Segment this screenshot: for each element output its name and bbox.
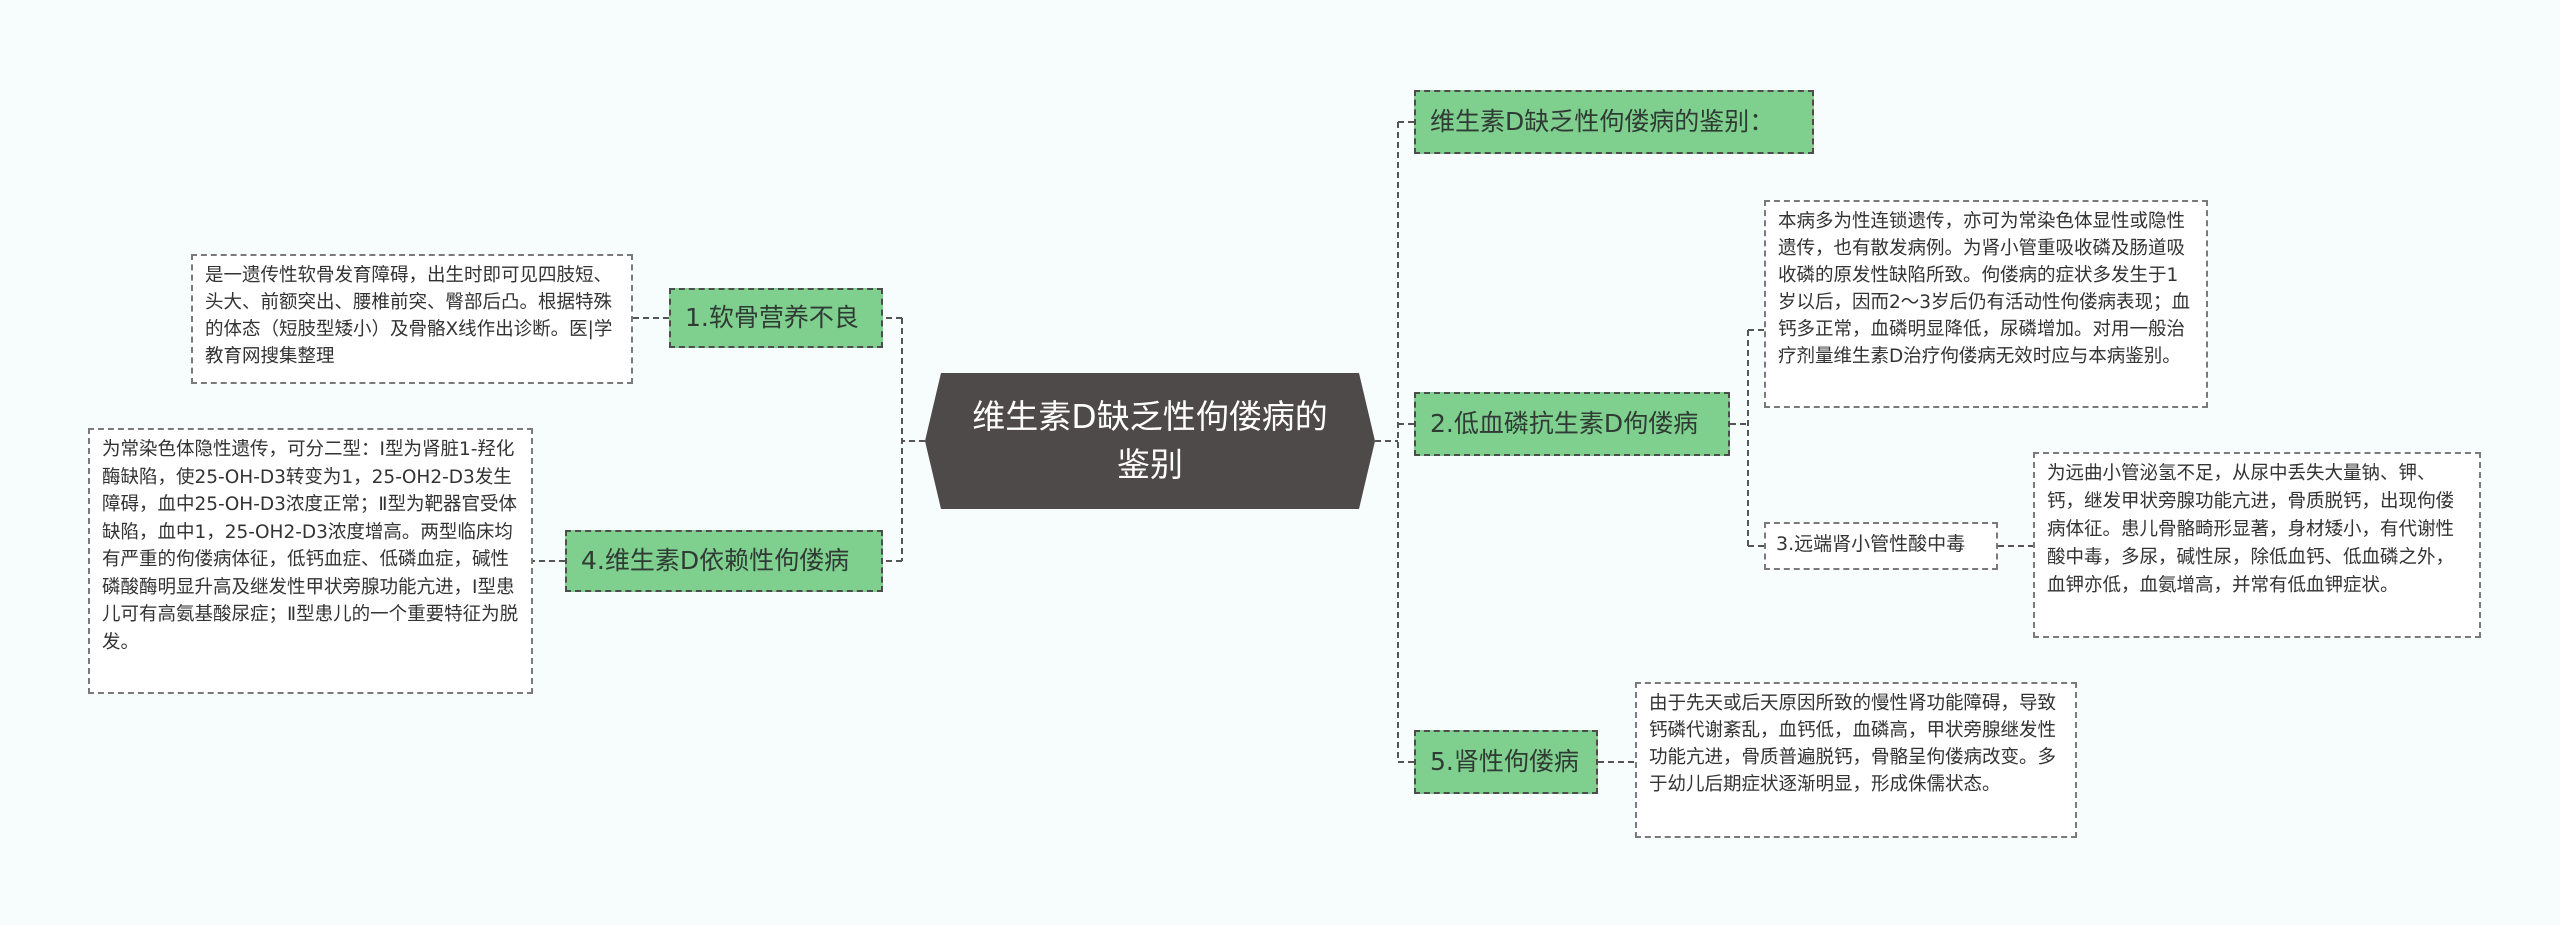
branch-label: 4.维生素D依赖性佝偻病	[581, 546, 850, 575]
branch-label: 1.软骨营养不良	[685, 303, 859, 332]
branch-topic-differential[interactable]: 维生素D缺乏性佝偻病的鉴别：	[1414, 90, 1814, 154]
note-distal-rta: 为远曲小管泌氢不足，从尿中丢失大量钠、钾、钙，继发甲状旁腺功能亢进，骨质脱钙，出…	[2033, 452, 2481, 638]
branch-topic-vitd-dependent-rickets[interactable]: 4.维生素D依赖性佝偻病	[565, 530, 883, 592]
connector-b2-trunk	[1730, 330, 1749, 546]
branch-topic-achondroplasia[interactable]: 1.软骨营养不良	[669, 288, 883, 348]
root-hexagon	[925, 373, 1375, 509]
root-topic[interactable]: 维生素D缺乏性佝偻病的鉴别	[925, 373, 1375, 509]
note-hypophosphatemic-rickets: 本病多为性连锁遗传，亦可为常染色体显性或隐性遗传，也有散发病例。为肾小管重吸收磷…	[1764, 200, 2208, 408]
note-renal-rickets: 由于先天或后天原因所致的慢性肾功能障碍，导致钙磷代谢紊乱，血钙低，血磷高，甲状旁…	[1635, 682, 2077, 838]
note-achondroplasia: 是一遗传性软骨发育障碍，出生时即可见四肢短、头大、前额突出、腰椎前突、臀部后凸。…	[191, 254, 633, 384]
root-title: 维生素D缺乏性佝偻病的鉴别	[972, 397, 1328, 484]
branch-label: 维生素D缺乏性佝偻病的鉴别：	[1430, 107, 1775, 136]
branch-label: 5.肾性佝偻病	[1430, 747, 1579, 776]
note-vitd-dependent-rickets: 为常染色体隐性遗传，可分二型：Ⅰ型为肾脏1-羟化酶缺陷，使25-OH-D3转变为…	[88, 428, 533, 694]
subtopic-distal-rta[interactable]: 3.远端肾小管性酸中毒	[1764, 522, 1998, 570]
branch-topic-renal-rickets[interactable]: 5.肾性佝偻病	[1414, 730, 1598, 794]
branch-label: 2.低血磷抗生素D佝偻病	[1430, 409, 1699, 438]
branch-topic-hypophosphatemic-rickets[interactable]: 2.低血磷抗生素D佝偻病	[1414, 392, 1730, 456]
subtopic-label: 3.远端肾小管性酸中毒	[1776, 533, 1966, 555]
